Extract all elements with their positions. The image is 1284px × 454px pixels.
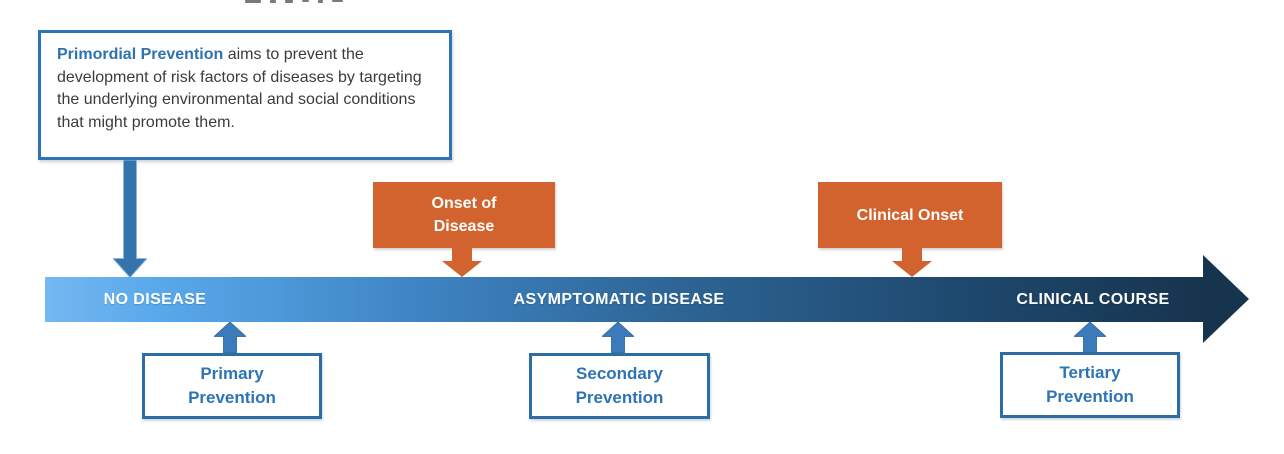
clinical-onset-box: Clinical Onset: [818, 182, 1002, 248]
onset-of-disease-label-line1: Onset of: [431, 195, 497, 212]
primary-prevention-label-line1: Primary: [200, 364, 264, 383]
tertiary-prevention-label-line1: Tertiary: [1059, 363, 1121, 382]
secondary-prevention-label-line1: Secondary: [576, 364, 663, 383]
clinical-down-arrow-icon: [892, 248, 932, 277]
primary-prevention-label-line2: Prevention: [188, 388, 276, 407]
callout-title: Primordial Prevention: [57, 46, 224, 63]
tertiary-up-arrow-icon: [1074, 322, 1106, 353]
primordial-down-arrow-icon: [113, 160, 147, 278]
onset-down-arrow-icon: [442, 248, 482, 277]
tertiary-prevention-label-line2: Prevention: [1046, 387, 1134, 406]
clinical-onset-label: Clinical Onset: [856, 206, 964, 224]
callout-body: aims to prevent the development of risk …: [57, 46, 422, 131]
stage-label-asymptomatic-disease: ASYMPTOMATIC DISEASE: [513, 290, 725, 308]
tertiary-prevention-box: Tertiary Prevention: [1000, 352, 1180, 418]
secondary-prevention-label-line2: Prevention: [575, 388, 664, 407]
primary-prevention-box: Primary Prevention: [142, 353, 322, 419]
onset-of-disease-label-line2: Disease: [433, 218, 495, 235]
primordial-callout: Primordial Prevention aims to prevent th…: [38, 30, 452, 160]
secondary-prevention-box: Secondary Prevention: [529, 353, 710, 419]
secondary-up-arrow-icon: [602, 322, 634, 353]
timeline-arrow-band: NO DISEASE ASYMPTOMATIC DISEASE CLINICAL…: [45, 277, 1203, 322]
timeline-arrowhead-icon: [1203, 255, 1249, 343]
stage-label-no-disease: NO DISEASE: [103, 290, 207, 308]
stage-label-clinical-course: CLINICAL COURSE: [1016, 290, 1170, 308]
primary-up-arrow-icon: [214, 322, 246, 353]
cropped-text-fragment: [245, 0, 352, 4]
onset-of-disease-box: Onset of Disease: [373, 182, 555, 248]
